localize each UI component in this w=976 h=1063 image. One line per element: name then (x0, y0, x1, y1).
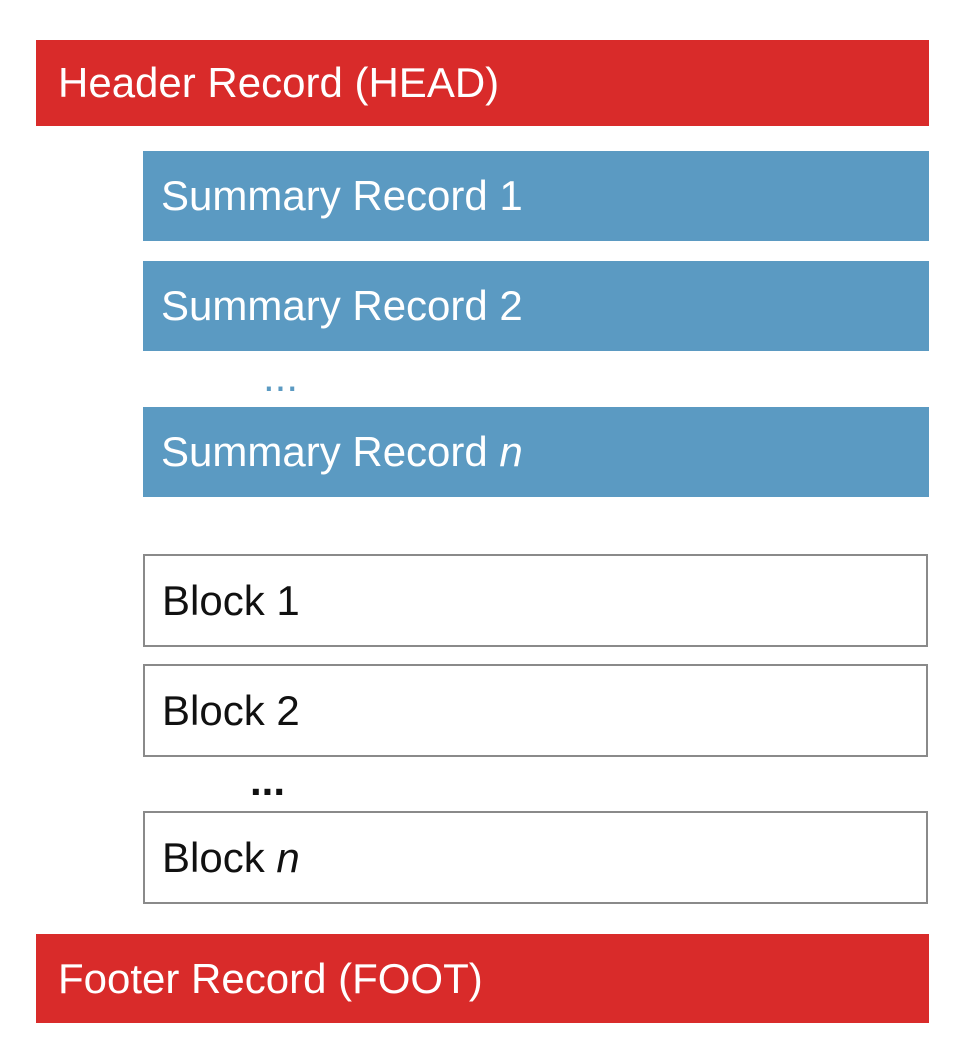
summary-record-n: Summary Record n (143, 407, 929, 497)
summary-record-2: Summary Record 2 (143, 261, 929, 351)
summary-record-n-index: n (499, 428, 523, 475)
block-n-label: Block (162, 833, 277, 881)
summary-record-1-label: Summary Record 1 (161, 172, 523, 219)
summary-ellipsis: ... (263, 353, 299, 400)
footer-record-label: Footer Record (FOOT) (58, 954, 483, 1002)
summary-record-2-label: Summary Record 2 (161, 282, 523, 329)
summary-record-n-label: Summary Record (161, 428, 500, 475)
block-ellipsis: ... (250, 757, 286, 804)
block-1: Block 1 (143, 554, 928, 647)
header-record: Header Record (HEAD) (36, 40, 929, 126)
header-record-label: Header Record (HEAD) (58, 59, 500, 106)
footer-record: Footer Record (FOOT) (36, 934, 929, 1023)
block-n-index: n (276, 833, 300, 881)
block-2-label: Block 2 (162, 686, 300, 734)
block-1-label: Block 1 (162, 576, 300, 624)
block-2: Block 2 (143, 664, 928, 757)
summary-record-1: Summary Record 1 (143, 151, 929, 241)
block-n: Block n (143, 811, 928, 904)
